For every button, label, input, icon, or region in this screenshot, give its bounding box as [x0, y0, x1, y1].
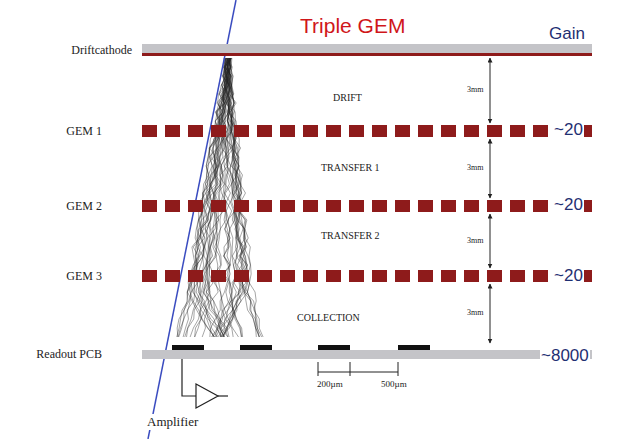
- electron-path: [185, 58, 228, 337]
- electron-path: [179, 58, 230, 337]
- layer-label: Readout PCB: [36, 347, 102, 362]
- gem-foil: GEM 1: [142, 125, 592, 137]
- gem-foil: GEM 3: [142, 270, 592, 282]
- electron-path: [177, 58, 231, 337]
- layer-label: GEM 1: [66, 124, 102, 139]
- region-label: COLLECTION: [296, 312, 361, 323]
- dimension-label: 200µm: [316, 379, 344, 389]
- gain-value: ~20: [553, 120, 584, 140]
- electron-path: [178, 58, 230, 337]
- readout-board: Readout PCB: [142, 350, 592, 359]
- electron-path: [177, 58, 229, 337]
- electron-path: [206, 58, 232, 337]
- region-label: TRANSFER 2: [320, 230, 381, 241]
- electron-shower: [177, 58, 263, 337]
- particle-track: [148, 0, 236, 439]
- electron-path: [224, 58, 259, 337]
- electron-path: [197, 58, 230, 337]
- gain-heading: Gain: [548, 24, 586, 44]
- electron-path: [218, 58, 241, 337]
- electron-path: [225, 58, 256, 337]
- dimension-label: 3mm: [466, 163, 484, 172]
- layer-label: GEM 3: [66, 269, 102, 284]
- layer-label: GEM 2: [66, 199, 102, 214]
- drift-cathode: Driftcathode: [142, 44, 592, 56]
- electron-path: [220, 58, 245, 337]
- electron-path: [198, 58, 230, 337]
- electron-path: [187, 58, 229, 337]
- gain-value: ~20: [553, 195, 584, 215]
- electron-path: [221, 58, 247, 337]
- amplifier-label: Amplifier: [146, 414, 199, 430]
- electron-path: [226, 58, 263, 337]
- region-label: DRIFT: [332, 92, 363, 103]
- diagram-title: Triple GEM: [300, 14, 405, 38]
- dimension-label: 3mm: [466, 85, 484, 94]
- electron-path: [187, 58, 225, 337]
- layer-label: Driftcathode: [71, 43, 132, 58]
- dimension-label: 3mm: [466, 236, 484, 245]
- dimension-label: 500µm: [380, 379, 408, 389]
- dimension-label: 3mm: [466, 308, 484, 317]
- electron-path: [207, 58, 228, 337]
- gain-value: ~20: [553, 266, 584, 286]
- gain-value: ~8000: [540, 346, 590, 366]
- region-label: TRANSFER 1: [320, 162, 381, 173]
- gem-foil: GEM 2: [142, 200, 592, 212]
- electron-path: [224, 58, 248, 337]
- electron-path: [195, 58, 230, 337]
- strip-dimensions: [318, 362, 398, 376]
